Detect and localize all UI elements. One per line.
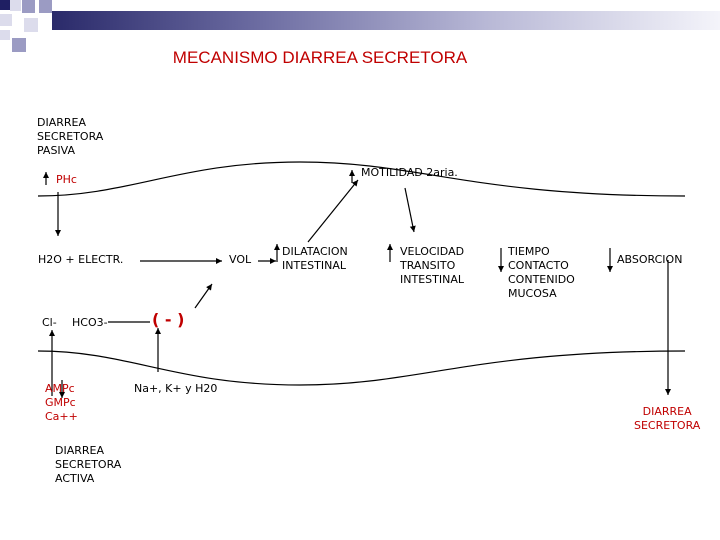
corner-square-light bbox=[24, 18, 38, 32]
label-hco3: HCO3- bbox=[72, 316, 108, 329]
label-diarrea-secretora-pasiva: DIARREA SECRETORA PASIVA bbox=[37, 116, 104, 157]
header-gradient-bar bbox=[52, 11, 720, 30]
label-tiempo: TIEMPO CONTACTO CONTENIDO MUCOSA bbox=[508, 245, 575, 300]
label-phc: PHc bbox=[56, 173, 77, 186]
corner-square-mid bbox=[39, 0, 52, 13]
corner-square-dark bbox=[0, 0, 10, 10]
page-title: MECANISMO DIARREA SECRETORA bbox=[172, 48, 468, 67]
corner-square-light bbox=[10, 0, 21, 11]
label-motilidad: MOTILIDAD 2aria. bbox=[361, 166, 458, 179]
label-absorcion: ABSORCION bbox=[617, 253, 683, 266]
label-diarrea-secretora: DIARREA SECRETORA bbox=[634, 405, 701, 432]
label-ampc-gmpc-ca: AMPc GMPc Ca++ bbox=[45, 382, 78, 423]
label-cl: Cl- bbox=[42, 316, 57, 329]
label-dilatacion: DILATACION INTESTINAL bbox=[282, 245, 348, 272]
label-diarrea-secretora-activa: DIARREA SECRETORA ACTIVA bbox=[55, 444, 122, 485]
label-negativo: ( - ) bbox=[152, 310, 185, 329]
corner-square-mid bbox=[12, 38, 26, 52]
upper-curve bbox=[37, 161, 686, 197]
label-velocidad: VELOCIDAD TRANSITO INTESTINAL bbox=[400, 245, 465, 286]
arrow-motilidad-velocidad bbox=[404, 187, 416, 233]
label-iones: Na+, K+ y H20 bbox=[134, 382, 218, 395]
arrow-secretion-vol bbox=[194, 283, 213, 309]
label-vol: VOL bbox=[229, 253, 252, 266]
corner-square-light bbox=[0, 14, 12, 26]
lower-curve bbox=[37, 350, 686, 386]
corner-square-light bbox=[0, 30, 10, 40]
arrow-dilatacion-motilidad bbox=[307, 179, 359, 243]
label-h2o-electr: H2O + ELECTR. bbox=[38, 253, 124, 266]
corner-square-mid bbox=[22, 0, 35, 13]
